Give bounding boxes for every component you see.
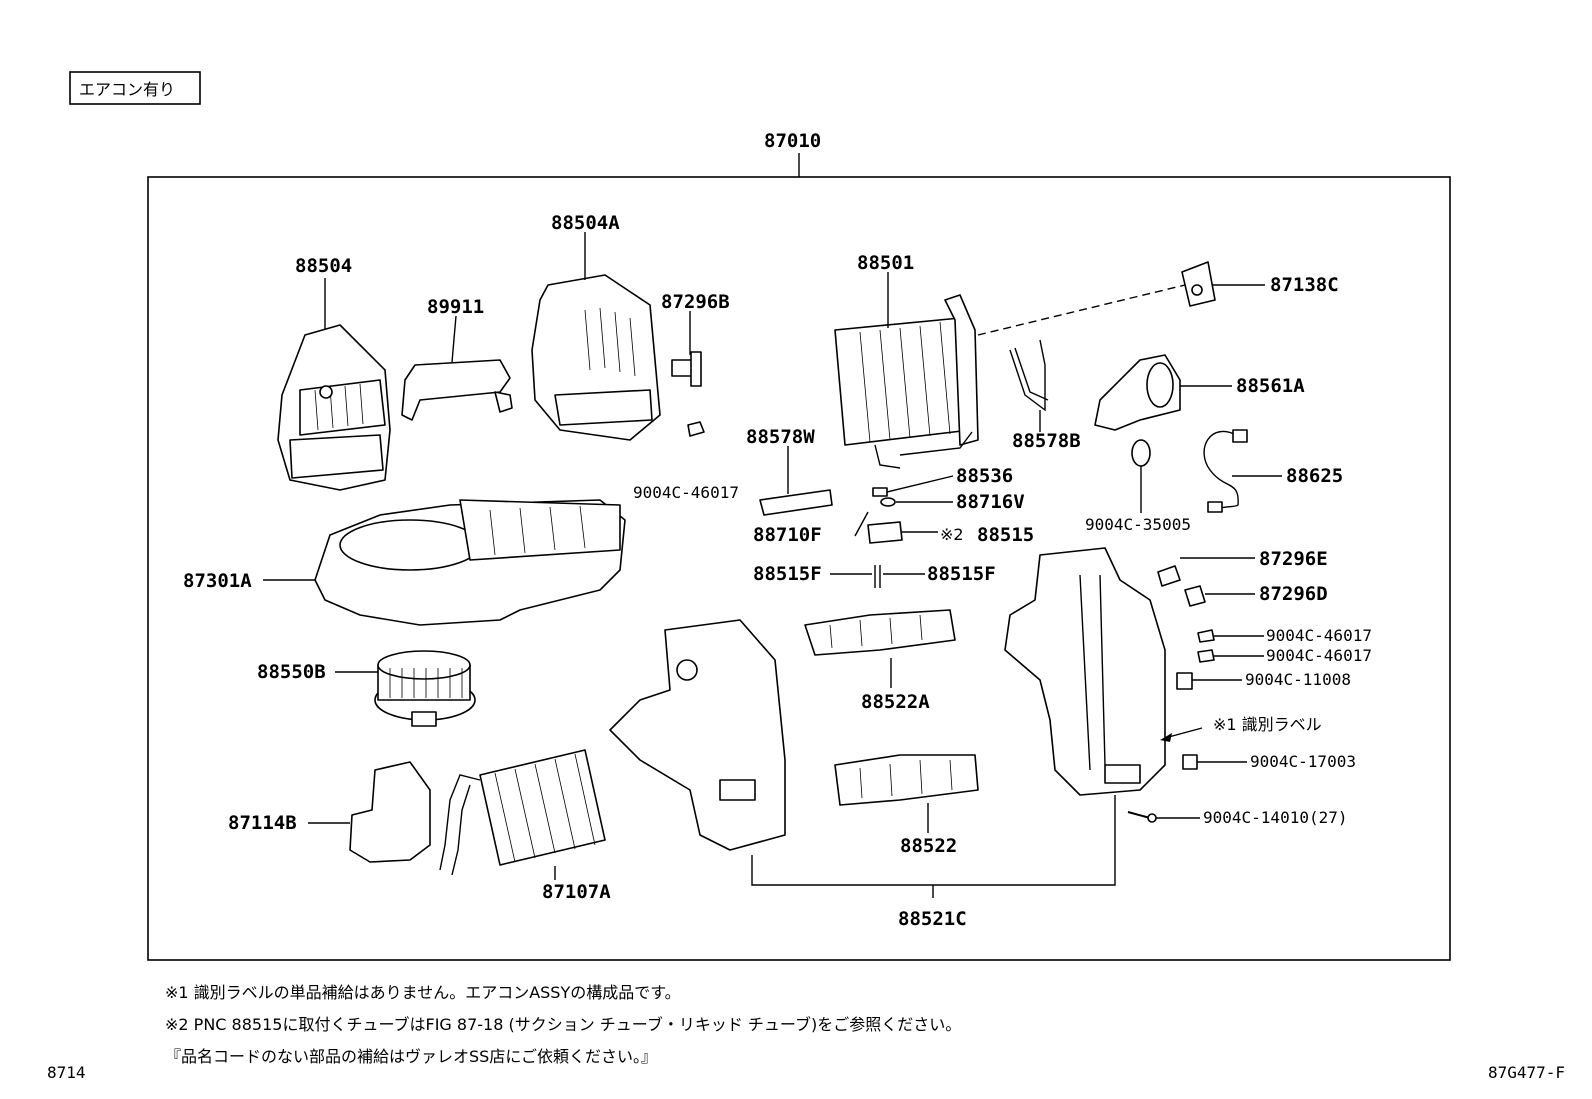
part-88501-drawing — [834, 294, 979, 469]
label-87114B: 87114B — [228, 812, 297, 834]
part-88522A-drawing — [804, 609, 956, 656]
part-9004C-35005-drawing — [1131, 439, 1151, 467]
part-9004C-17003-drawing — [1182, 754, 1198, 770]
part-88521C-left-drawing — [609, 619, 786, 851]
label-88710F: 88710F — [753, 524, 822, 546]
part-9004C-46017-c-drawing — [1197, 649, 1215, 663]
label-88536: 88536 — [956, 465, 1013, 487]
label-87301A: 87301A — [183, 570, 252, 592]
part-9004C-14010-drawing — [1127, 811, 1157, 823]
label-88522: 88522 — [900, 835, 957, 857]
assembly-frame — [147, 176, 1451, 961]
page-number: 8714 — [47, 1063, 86, 1082]
label-87296E: 87296E — [1259, 548, 1328, 570]
label-9004C-11008: 9004C-11008 — [1245, 670, 1351, 689]
label-88550B: 88550B — [257, 661, 326, 683]
label-88521C: 88521C — [898, 908, 967, 930]
label-88501: 88501 — [857, 252, 914, 274]
label-9004C-46017-b: 9004C-46017 — [1266, 626, 1372, 645]
dashed-leader-87138C — [977, 284, 1186, 336]
label-88515F-left: 88515F — [753, 563, 822, 585]
part-89911-drawing — [401, 359, 513, 421]
label-88515: 88515 — [977, 524, 1034, 546]
part-88521C-right-drawing — [1004, 547, 1166, 796]
part-9004C-11008-drawing — [1176, 672, 1193, 690]
label-87107A: 87107A — [542, 881, 611, 903]
part-87114B-drawing — [349, 761, 431, 863]
part-87301A-drawing — [314, 499, 626, 626]
part-88625-drawing — [1203, 429, 1248, 513]
label-87138C: 87138C — [1270, 274, 1339, 296]
part-87138C-drawing — [1181, 261, 1216, 307]
part-88578W-drawing — [759, 489, 833, 516]
label-88578W: 88578W — [746, 426, 815, 448]
label-88578B: 88578B — [1012, 430, 1081, 452]
label-88515F-right: 88515F — [927, 563, 996, 585]
part-87296E-drawing — [1157, 565, 1181, 587]
part-88522-drawing — [834, 754, 979, 806]
part-88716V-drawing — [880, 497, 896, 507]
label-9004C-46017-a: 9004C-46017 — [633, 483, 739, 502]
label-89911: 89911 — [427, 296, 484, 318]
note-1: ※1 識別ラベルの単品補給はありません。エアコンASSYの構成品です。 — [165, 983, 681, 1002]
label-88625: 88625 — [1286, 465, 1343, 487]
label-88515-note: ※2 — [940, 525, 964, 544]
note-3: 『品名コードのない部品の補給はヴァレオSS店にご依頼ください。』 — [165, 1047, 657, 1066]
part-88515-drawing — [867, 521, 903, 544]
part-87296B-drawing — [671, 351, 702, 387]
label-88504A: 88504A — [551, 212, 620, 234]
label-87296B: 87296B — [661, 291, 730, 313]
label-9004C-46017-c: 9004C-46017 — [1266, 646, 1372, 665]
part-88536-drawing — [872, 487, 888, 497]
label-88504: 88504 — [295, 255, 352, 277]
part-87107A-drawing — [439, 749, 606, 876]
label-9004C-14010: 9004C-14010(27) — [1203, 808, 1348, 827]
note-2: ※2 PNC 88515に取付くチューブはFIG 87-18 (サクション チュ… — [165, 1015, 961, 1034]
header-tag-text: エアコン有り — [79, 80, 175, 99]
leader-lines — [263, 232, 1282, 880]
part-88578B-drawing — [1009, 339, 1049, 412]
label-ident: ※1 識別ラベル — [1213, 715, 1322, 734]
part-88561A-drawing — [1094, 354, 1181, 431]
label-9004C-17003: 9004C-17003 — [1250, 752, 1356, 771]
part-88515F-drawing — [874, 565, 881, 588]
ident-arrowhead — [1160, 733, 1172, 742]
label-9004C-35005: 9004C-35005 — [1085, 515, 1191, 534]
header-tag: エアコン有り — [69, 71, 201, 105]
label-88522A: 88522A — [861, 691, 930, 713]
label-87296D: 87296D — [1259, 583, 1328, 605]
part-88504-drawing — [277, 324, 391, 491]
label-88716V: 88716V — [956, 491, 1025, 513]
part-9004C-46017-a-drawing — [687, 421, 705, 437]
figure-code: 87G477-F — [1488, 1063, 1565, 1082]
label-88561A: 88561A — [1236, 375, 1305, 397]
part-87296D-drawing — [1184, 585, 1206, 607]
part-88550B-drawing — [374, 650, 476, 727]
part-9004C-46017-b-drawing — [1197, 629, 1215, 643]
assembly-label: 87010 — [764, 130, 821, 152]
part-88504A-drawing — [531, 274, 661, 441]
